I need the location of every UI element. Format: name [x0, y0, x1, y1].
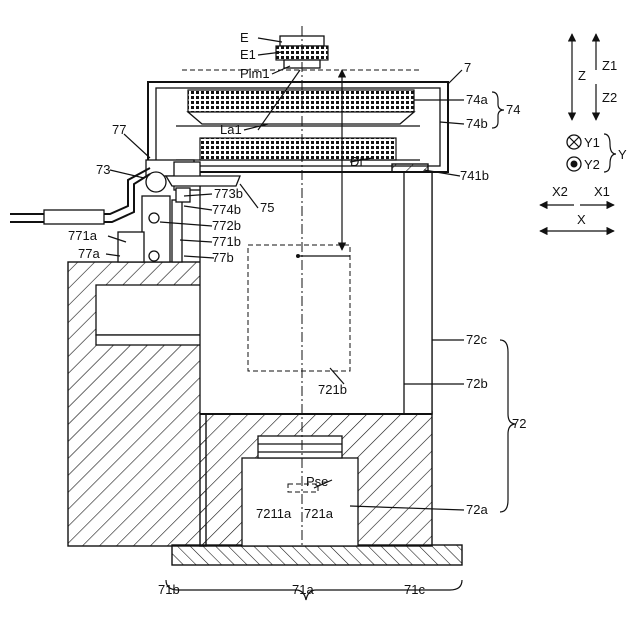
label-74a: 74a	[466, 92, 488, 107]
axis-Z: Z	[578, 68, 586, 83]
label-72a: 72a	[466, 502, 488, 517]
left-housing	[68, 262, 206, 546]
label-771a: 771a	[68, 228, 98, 243]
axis-X: X	[577, 212, 586, 227]
axis-Z2: Z2	[602, 90, 617, 105]
label-E: E	[240, 30, 249, 45]
label-772b: 772b	[212, 218, 241, 233]
label-774b: 774b	[212, 202, 241, 217]
label-72: 72	[512, 416, 526, 431]
label-Pse: Pse	[306, 474, 328, 489]
label-La1: La1	[220, 122, 242, 137]
out-of-page-icon	[567, 157, 581, 171]
axis-X2: X2	[552, 184, 568, 199]
label-75: 75	[260, 200, 274, 215]
axis-Y: Y	[618, 147, 627, 162]
top-housing-74	[148, 82, 448, 172]
label-Df: Df	[350, 154, 363, 169]
axis-Z1: Z1	[602, 58, 617, 73]
label-72b: 72b	[466, 376, 488, 391]
axis-X1: X1	[594, 184, 610, 199]
brace-Y	[604, 134, 616, 172]
label-721a: 721a	[304, 506, 334, 521]
label-71c: 71c	[404, 582, 425, 597]
label-73: 73	[96, 162, 110, 177]
cable	[10, 168, 150, 224]
label-72c: 72c	[466, 332, 487, 347]
label-74: 74	[506, 102, 520, 117]
label-7211a: 7211a	[256, 506, 292, 521]
label-741b: 741b	[460, 168, 489, 183]
label-E1: E1	[240, 47, 256, 62]
into-page-icon	[567, 135, 581, 149]
label-77: 77	[112, 122, 126, 137]
axis-Y2: Y2	[584, 157, 600, 172]
label-74b: 74b	[466, 116, 488, 131]
brace-74	[492, 92, 504, 128]
label-773b: 773b	[214, 186, 243, 201]
label-7: 7	[464, 60, 471, 75]
axis-legend: Z Z1 Z2 Y1 Y2 Y X2 X1 X	[540, 34, 627, 231]
label-77b: 77b	[212, 250, 234, 265]
label-Pim1: Pim1	[240, 66, 270, 81]
label-71b: 71b	[158, 582, 180, 597]
label-721b: 721b	[318, 382, 347, 397]
base-plate-71a	[172, 545, 462, 565]
axis-Y1: Y1	[584, 135, 600, 150]
label-771b: 771b	[212, 234, 241, 249]
label-77a: 77a	[78, 246, 100, 261]
label-71a: 71a	[292, 582, 314, 597]
